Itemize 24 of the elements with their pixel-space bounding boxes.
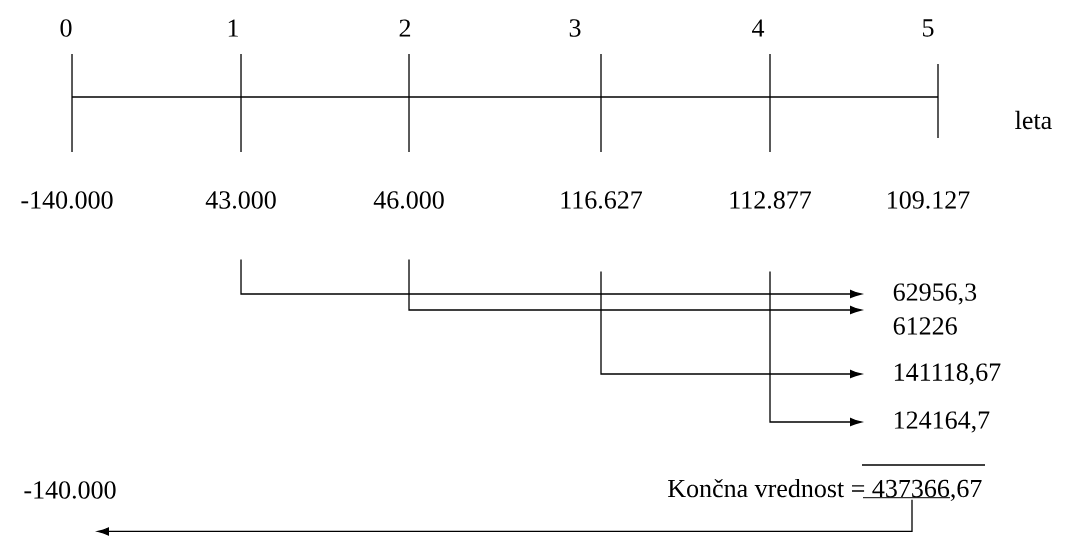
axis-label: -140.000 [21, 191, 113, 209]
arrow [97, 499, 913, 536]
axis-label: 4 [752, 19, 765, 37]
axis-label: leta [1015, 110, 1052, 130]
arrow [769, 270, 862, 427]
axis-label: 0 [60, 19, 72, 37]
axis-label: 1 [228, 19, 238, 37]
value-text: Končna vrednost = 437366,67 [668, 478, 982, 502]
value-text: 141118,67 [894, 363, 1001, 385]
axis-label: 2 [399, 19, 411, 37]
value-text: 112.877 [730, 191, 811, 209]
arrow [600, 270, 862, 379]
arrow [408, 258, 862, 315]
axis-label: 3 [569, 19, 581, 37]
value-text: 62956,3 [893, 283, 977, 305]
axis-label: 5 [923, 19, 934, 37]
value-text: 46.000 [373, 191, 444, 209]
axis-label: 109.127 [888, 191, 970, 209]
arrow [240, 258, 862, 299]
value-text: 61226 [893, 317, 957, 335]
value-text: -140.000 [24, 481, 116, 499]
value-text: 116.627 [561, 191, 642, 209]
value-text: 43.000 [205, 191, 276, 209]
value-text: 124164,7 [894, 411, 990, 433]
